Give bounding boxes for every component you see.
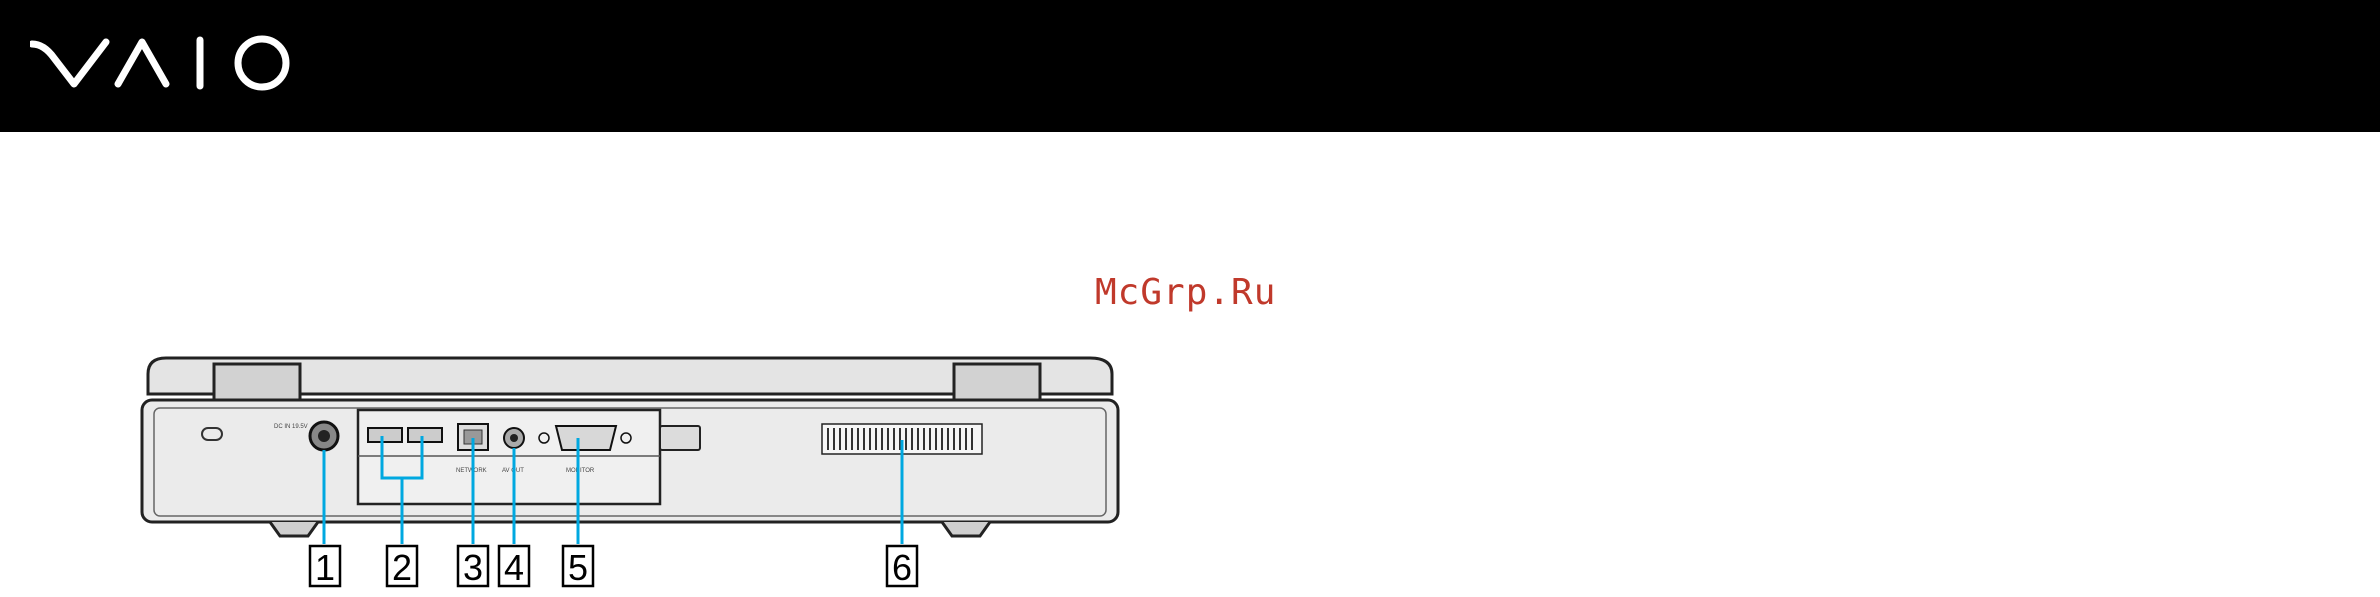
header-bar: VAIO [0, 0, 2380, 132]
vaio-logo-icon [30, 30, 300, 94]
svg-text:2: 2 [392, 547, 412, 588]
svg-text:6: 6 [892, 547, 912, 588]
svg-text:5: 5 [568, 547, 588, 588]
callout-1: 1 [310, 546, 340, 588]
svg-text:1: 1 [315, 547, 335, 588]
dc-in-text: DC IN 19.5V [274, 424, 308, 430]
usb-port-1 [368, 428, 402, 442]
watermark: McGrp.Ru [1095, 272, 1276, 313]
logo-text: VAIO [300, 30, 301, 31]
callout-3: 3 [458, 546, 488, 588]
monitor-port [556, 426, 616, 450]
vaio-logo: VAIO [30, 30, 300, 99]
callout-4: 4 [499, 546, 529, 588]
callout-2: 2 [387, 546, 417, 588]
switch-slot [660, 426, 700, 450]
monitor-text: MONITOR [566, 468, 595, 474]
callout-5: 5 [563, 546, 593, 588]
laptop-back-illustration: DC IN 19.5V NETWORK AV OUT MONITOR [130, 350, 1130, 597]
usb-port-2 [408, 428, 442, 442]
callout-6: 6 [887, 546, 917, 588]
laptop-back-svg: DC IN 19.5V NETWORK AV OUT MONITOR [130, 350, 1130, 592]
network-text: NETWORK [456, 468, 487, 474]
svg-text:3: 3 [463, 547, 483, 588]
svg-text:4: 4 [504, 547, 524, 588]
